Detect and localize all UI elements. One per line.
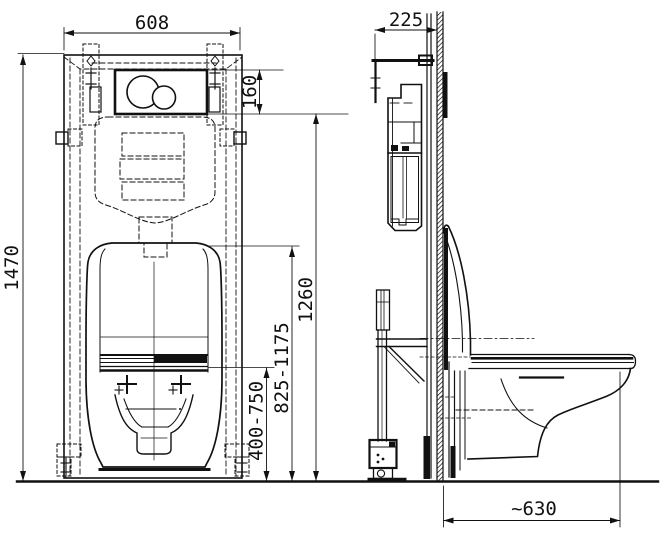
wall-bracket-right <box>219 128 247 147</box>
frame-foot-right <box>224 443 250 478</box>
flush-button-small <box>151 85 177 110</box>
wall-bracket-left <box>55 128 83 147</box>
dim-label-plate-to-floor: 1260 <box>295 277 317 323</box>
top-fixing-rail-right <box>206 43 224 126</box>
dimensions: 608 1470 160 1260 825-1175 400-750 <box>1 9 621 528</box>
dim-label-frame-depth: 225 <box>389 9 423 31</box>
lid-outer <box>447 225 472 356</box>
dim-plate-to-floor: 1260 <box>295 113 319 482</box>
dim-label-frame-width: 608 <box>135 12 169 34</box>
foot-adjuster <box>367 438 407 481</box>
seat-fixing-crosses <box>114 375 191 395</box>
frame-profile <box>367 13 435 481</box>
dim-label-frame-height: 1470 <box>1 245 23 291</box>
dim-lower-range: 400-750 <box>208 367 275 482</box>
top-fixing-rail-left <box>82 43 100 126</box>
wc-bowl-front <box>85 242 223 471</box>
concealed-cistern <box>94 116 216 258</box>
dim-bowl-projection: ~630 <box>443 371 621 528</box>
dim-frame-depth: 225 <box>374 9 438 61</box>
side-view <box>367 11 637 482</box>
seat-hinge-band <box>99 354 209 372</box>
dim-frame-width: 608 <box>63 12 241 51</box>
support-leg <box>375 289 428 442</box>
frame-foot-section <box>423 436 430 479</box>
dim-label-lower-range: 400-750 <box>246 381 268 461</box>
dim-flush-plate-height: 160 <box>208 69 349 115</box>
drain-section <box>450 446 456 478</box>
dim-upper-range: 825-1175 <box>209 245 300 482</box>
dim-frame-height: 1470 <box>1 53 65 482</box>
wall-section <box>436 11 448 482</box>
frame-foot-left <box>56 443 82 478</box>
wc-bowl-side <box>419 224 637 478</box>
front-view <box>55 43 250 479</box>
dim-label-upper-range: 825-1175 <box>271 322 293 414</box>
dim-label-flush-plate-height: 160 <box>239 75 261 109</box>
flush-plate <box>113 68 209 116</box>
dim-label-bowl-projection: ~630 <box>511 498 557 520</box>
cistern-profile <box>387 83 423 232</box>
seat-profile <box>468 353 637 370</box>
